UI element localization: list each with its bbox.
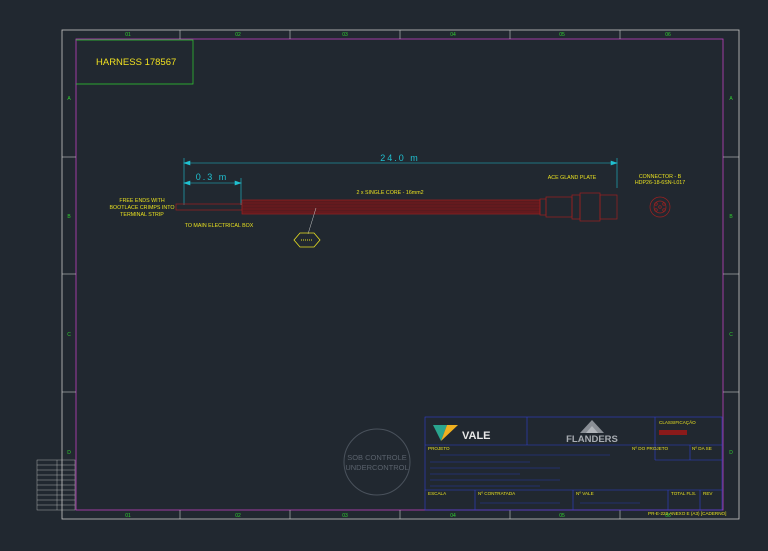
leader-line (307, 207, 317, 235)
cable-hatch (242, 202, 540, 213)
stamp-line-1: SOB CONTROLE (347, 453, 407, 462)
row-label-left-b: B (67, 214, 71, 220)
label-projeto: PROJETO (428, 446, 450, 451)
col-label-top-2: 02 (235, 32, 241, 38)
row-label-right-a: A (729, 96, 733, 102)
label-rev: REV (703, 491, 713, 496)
to-box-label: TO MAIN ELECTRICAL BOX (185, 223, 254, 229)
col-label-top-6: 06 (665, 32, 671, 38)
flanders-logo-text: FLANDERS (566, 434, 618, 445)
free-ends-label-3: TERMINAL STRIP (120, 212, 164, 218)
col-label-top-1: 01 (125, 32, 131, 38)
column-ticks (62, 30, 739, 519)
col-label-bottom-1: 01 (125, 513, 131, 519)
classification-value (659, 430, 687, 435)
free-ends-label-2: BOOTLACE CRIMPS INTO (110, 205, 175, 211)
dimension-strip: 0.3 m (196, 172, 229, 182)
free-ends-label-1: FREE ENDS WITH (119, 198, 164, 204)
revision-table (36, 459, 76, 511)
row-label-left-c: C (67, 332, 71, 338)
label-escala: ESCALA (428, 491, 447, 496)
row-label-right-c: C (729, 332, 733, 338)
col-label-bottom-2: 02 (235, 513, 241, 519)
connector-face (649, 196, 671, 218)
core-label: 2 x SINGLE CORE - 16mm2 (356, 190, 423, 196)
connector-label-1: CONNECTOR - B (639, 174, 682, 180)
inner-border (75, 38, 724, 511)
connector-assembly (539, 192, 618, 222)
col-label-top-5: 05 (559, 32, 565, 38)
col-label-top-3: 03 (342, 32, 348, 38)
title-block (424, 416, 723, 511)
harness-title: HARNESS 178567 (96, 57, 176, 68)
label-n-contratada: Nº CONTRATADA (478, 491, 516, 496)
title-block-fill-lines (430, 454, 640, 504)
col-label-bottom-6: 06 (665, 513, 671, 519)
gland-label: ACE GLAND PLATE (548, 175, 597, 181)
col-label-bottom-4: 04 (450, 513, 456, 519)
dimension-lines (183, 158, 618, 205)
vale-logo-icon (433, 425, 447, 441)
col-label-bottom-5: 05 (559, 513, 565, 519)
outer-frame (61, 29, 740, 520)
label-total-fls: TOTAL FLS. (671, 491, 696, 496)
col-label-top-4: 04 (450, 32, 456, 38)
label-n-vale: Nº VALE (576, 491, 594, 496)
row-label-left-a: A (67, 96, 71, 102)
dimension-overall: 24.0 m (380, 153, 420, 163)
col-label-bottom-3: 03 (342, 513, 348, 519)
row-label-right-b: B (729, 214, 733, 220)
cable-free-end (175, 203, 243, 211)
label-n-projeto: Nº DO PROJETO (632, 446, 668, 451)
footer-reference: PR-E-222 ANEXO E (A3) [CADERNO] (648, 511, 726, 516)
label-classificacao: CLASSIFICAÇÃO (659, 419, 696, 425)
control-stamp (343, 428, 411, 496)
cable-tag (293, 232, 321, 248)
row-label-right-d: D (729, 450, 733, 456)
stamp-line-2: UNDERCONTROL (345, 463, 408, 472)
vale-logo-text: VALE (462, 430, 491, 442)
label-n-se: Nº DA SE (692, 446, 712, 451)
row-label-left-d: D (67, 450, 71, 456)
connector-label-2: HDP26-18-6SN-L017 (635, 180, 685, 186)
title-box (76, 39, 194, 85)
